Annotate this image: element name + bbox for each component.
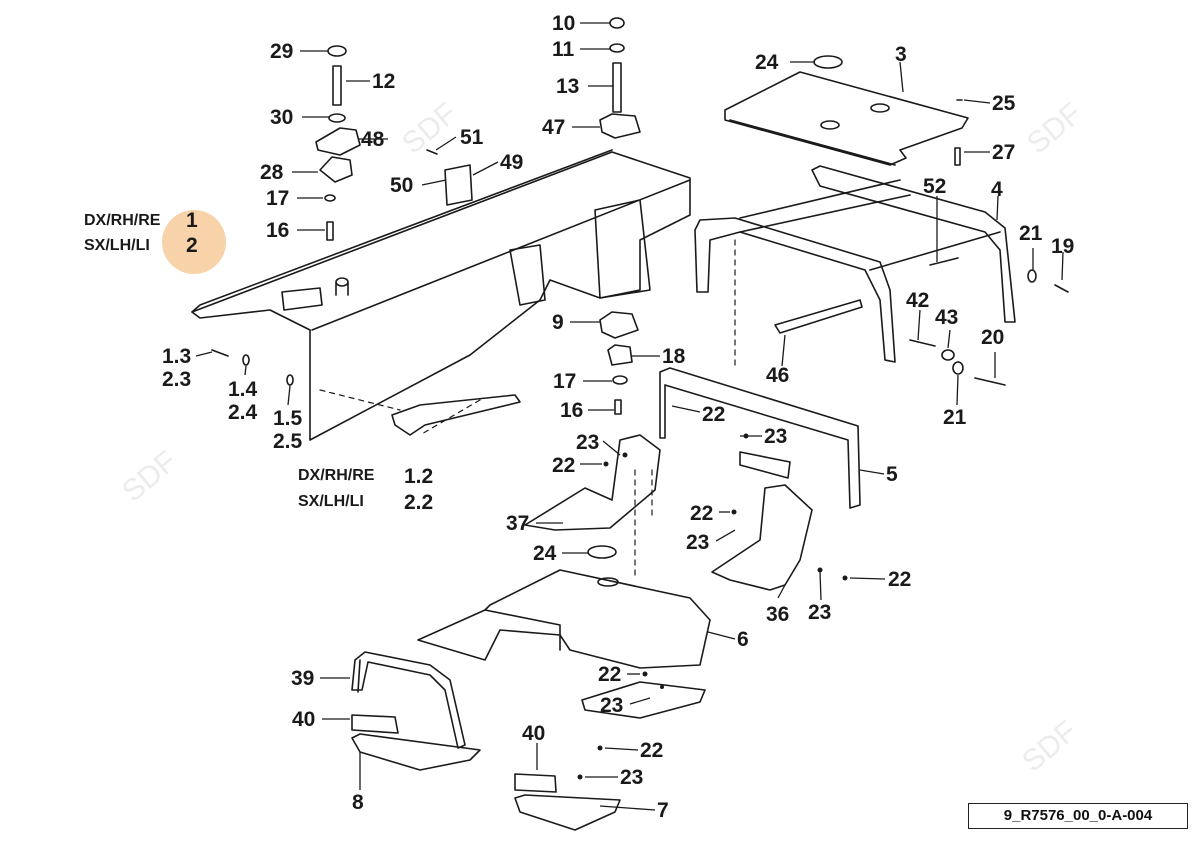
- callout-label: 23: [764, 425, 788, 448]
- side-group-number: 2: [186, 234, 198, 257]
- callout-label: 5: [886, 463, 898, 486]
- callout-label: 18: [662, 345, 686, 368]
- callout-label: 17: [553, 370, 577, 393]
- side-group-label: SX/LH/LI: [84, 237, 150, 254]
- callout-label: 49: [500, 151, 524, 174]
- part-29: [327, 45, 347, 57]
- callout-label: 19: [1051, 235, 1075, 258]
- callout-label: 39: [291, 667, 315, 690]
- callout-label: 4: [991, 178, 1003, 201]
- callout-label: 3: [895, 43, 907, 66]
- side-group-label: SX/LH/LI: [298, 493, 364, 510]
- callout-label: 21: [1019, 222, 1043, 245]
- callout-label: 23: [620, 766, 644, 789]
- callout-label: 8: [352, 791, 364, 814]
- callout-label: 6: [737, 628, 749, 651]
- callout-label: 22: [552, 454, 576, 477]
- document-code-box: 9_R7576_00_0-A-004: [968, 803, 1188, 829]
- callout-label: 22: [888, 568, 912, 591]
- side-group-number: 2.2: [404, 491, 434, 514]
- callout-label: 2.3: [162, 368, 192, 391]
- callout-label: 1.4: [228, 378, 258, 401]
- callout-label: 11: [552, 38, 575, 61]
- callout-label: 47: [542, 116, 566, 139]
- callout-label: 17: [266, 187, 290, 210]
- cross-plate: [659, 367, 861, 509]
- callout-label: 2.4: [228, 401, 258, 424]
- callout-label: 40: [522, 722, 546, 745]
- side-group-number: 1.2: [404, 465, 434, 488]
- callout-label: 25: [992, 92, 1016, 115]
- callout-label: 23: [600, 694, 624, 717]
- callout-label: 20: [981, 326, 1005, 349]
- callout-label: 30: [270, 106, 294, 129]
- callout-label: 21: [943, 406, 967, 429]
- callout-label: 1.5: [273, 407, 303, 430]
- frame-bracket: [694, 217, 896, 363]
- callout-label: 22: [640, 739, 664, 762]
- callout-label: 23: [808, 601, 832, 624]
- main-frame-beam: [191, 149, 691, 441]
- callout-label: 27: [992, 141, 1016, 164]
- callout-label: 22: [702, 403, 726, 426]
- callout-label: 13: [556, 75, 580, 98]
- callout-label: 43: [935, 306, 959, 329]
- callout-label: 28: [260, 161, 284, 184]
- callout-label: 22: [598, 663, 622, 686]
- callout-label: 46: [766, 364, 790, 387]
- callout-label: 40: [292, 708, 316, 731]
- callout-label: 12: [372, 70, 396, 93]
- callout-label: 50: [390, 174, 414, 197]
- top-plate: [724, 71, 969, 166]
- callout-label: 9: [552, 311, 564, 334]
- callout-label: 7: [657, 799, 669, 822]
- callout-label: 2.5: [273, 430, 303, 453]
- callout-label: 1.3: [162, 345, 192, 368]
- callout-label: 29: [270, 40, 294, 63]
- callout-label: 37: [506, 512, 530, 535]
- callout-label: 42: [906, 289, 930, 312]
- callout-label: 36: [766, 603, 790, 626]
- lower-shroud: [417, 569, 711, 669]
- callout-label: 16: [266, 219, 290, 242]
- callout-label: 23: [686, 531, 710, 554]
- side-group-number: 1: [186, 209, 198, 232]
- callout-label: 48: [361, 128, 385, 151]
- side-group-label: DX/RH/RE: [84, 212, 161, 229]
- callout-label: 52: [923, 175, 947, 198]
- callout-label: 10: [552, 12, 576, 35]
- callout-label: 51: [460, 126, 484, 149]
- callout-label: 24: [533, 542, 557, 565]
- callout-label: 22: [690, 502, 714, 525]
- highlight-circle: [162, 210, 226, 274]
- callout-label: 16: [560, 399, 584, 422]
- side-group-label: DX/RH/RE: [298, 467, 375, 484]
- callout-label: 24: [755, 51, 779, 74]
- callout-label: 23: [576, 431, 600, 454]
